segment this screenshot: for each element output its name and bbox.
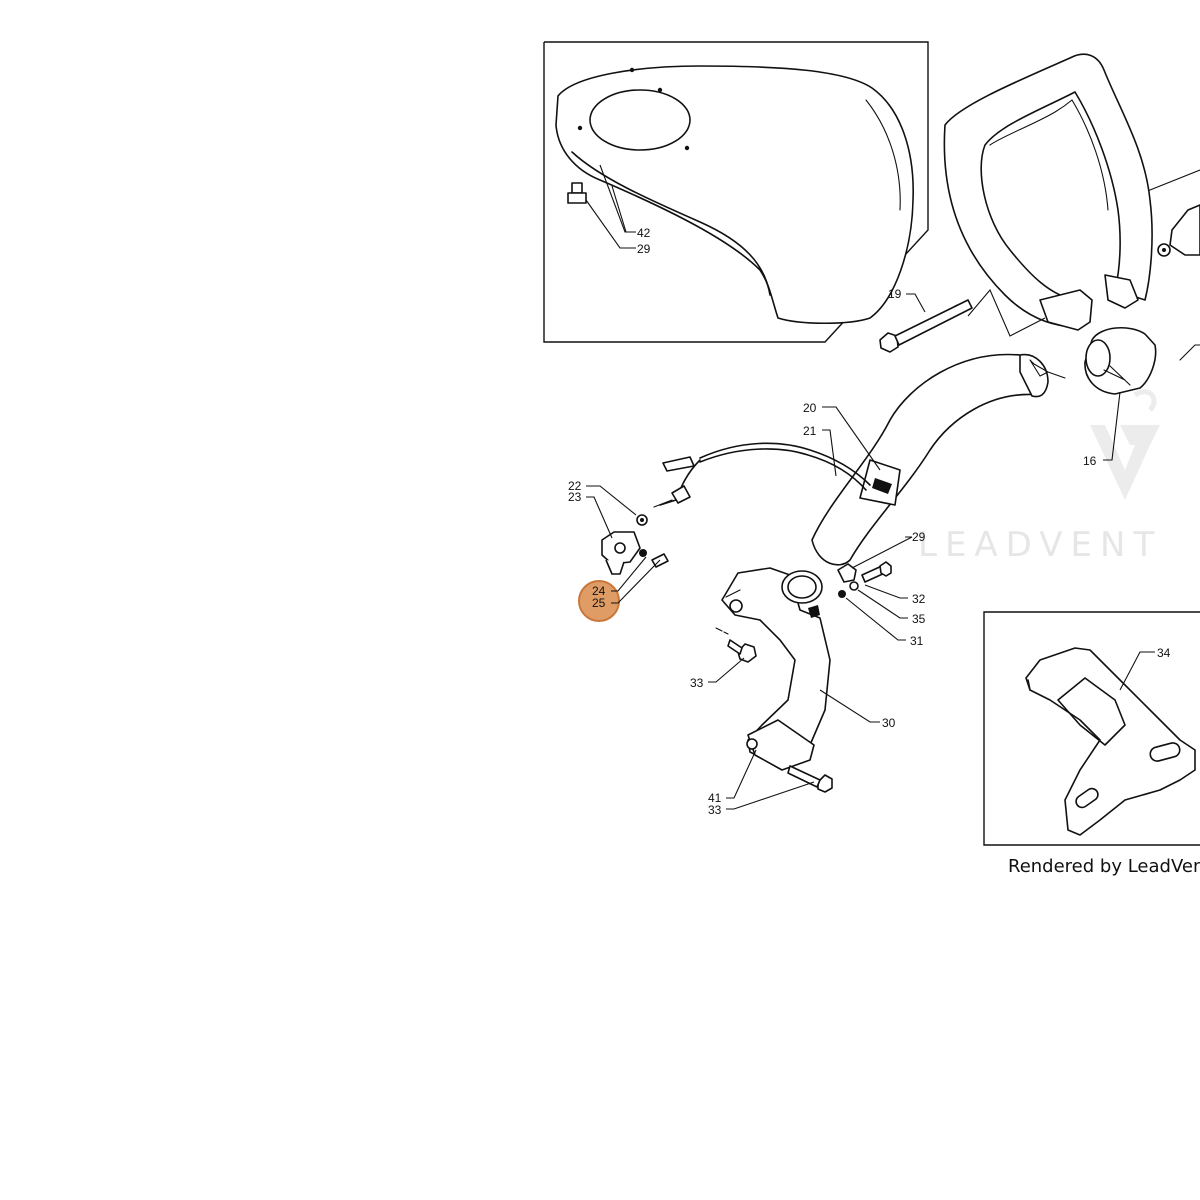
label-31: 31 bbox=[910, 634, 924, 648]
label-29-guard: 29 bbox=[637, 242, 651, 256]
label-22: 22 bbox=[568, 479, 582, 493]
label-42: 42 bbox=[637, 226, 651, 240]
bolt-33-lower: 41 33 bbox=[708, 749, 833, 817]
label-23: 23 bbox=[568, 490, 582, 504]
label-16: 16 bbox=[1083, 454, 1097, 468]
label-41: 41 bbox=[708, 791, 722, 805]
bolt-33-upper: 33 bbox=[690, 627, 757, 690]
label-33-upper: 33 bbox=[690, 676, 704, 690]
clamp-16: 16 bbox=[1083, 326, 1200, 468]
watermark-logo: LEADVENT bbox=[918, 389, 1162, 565]
guard-inset: 42 29 bbox=[543, 41, 929, 343]
label-20: 20 bbox=[803, 401, 817, 415]
watermark-text: LEADVENT bbox=[918, 525, 1162, 565]
loop-handle bbox=[943, 53, 1200, 331]
label-24: 24 bbox=[592, 584, 606, 598]
plate-inset-34: 34 bbox=[983, 611, 1200, 846]
label-32: 32 bbox=[912, 592, 926, 606]
label-34: 34 bbox=[1157, 646, 1171, 660]
lower-bracket-30: 30 bbox=[721, 567, 896, 771]
label-25: 25 bbox=[592, 596, 606, 610]
render-caption: Rendered by LeadVentu bbox=[1008, 856, 1200, 877]
handle-tube-20: 20 bbox=[803, 353, 1066, 566]
label-19: 19 bbox=[888, 287, 902, 301]
label-29-handle: 29 bbox=[912, 530, 926, 544]
label-35: 35 bbox=[912, 612, 926, 626]
label-21: 21 bbox=[803, 424, 817, 438]
throttle-cable-21: 21 bbox=[653, 424, 871, 508]
hardware-29-32-35-31: 29 32 35 31 bbox=[837, 530, 926, 648]
bolt-19: 19 bbox=[879, 287, 1046, 353]
label-30: 30 bbox=[882, 716, 896, 730]
highlight-callout-24-25[interactable]: 24 25 bbox=[578, 556, 661, 622]
switch-22-23: 22 23 bbox=[568, 479, 669, 575]
label-33-lower: 33 bbox=[708, 803, 722, 817]
